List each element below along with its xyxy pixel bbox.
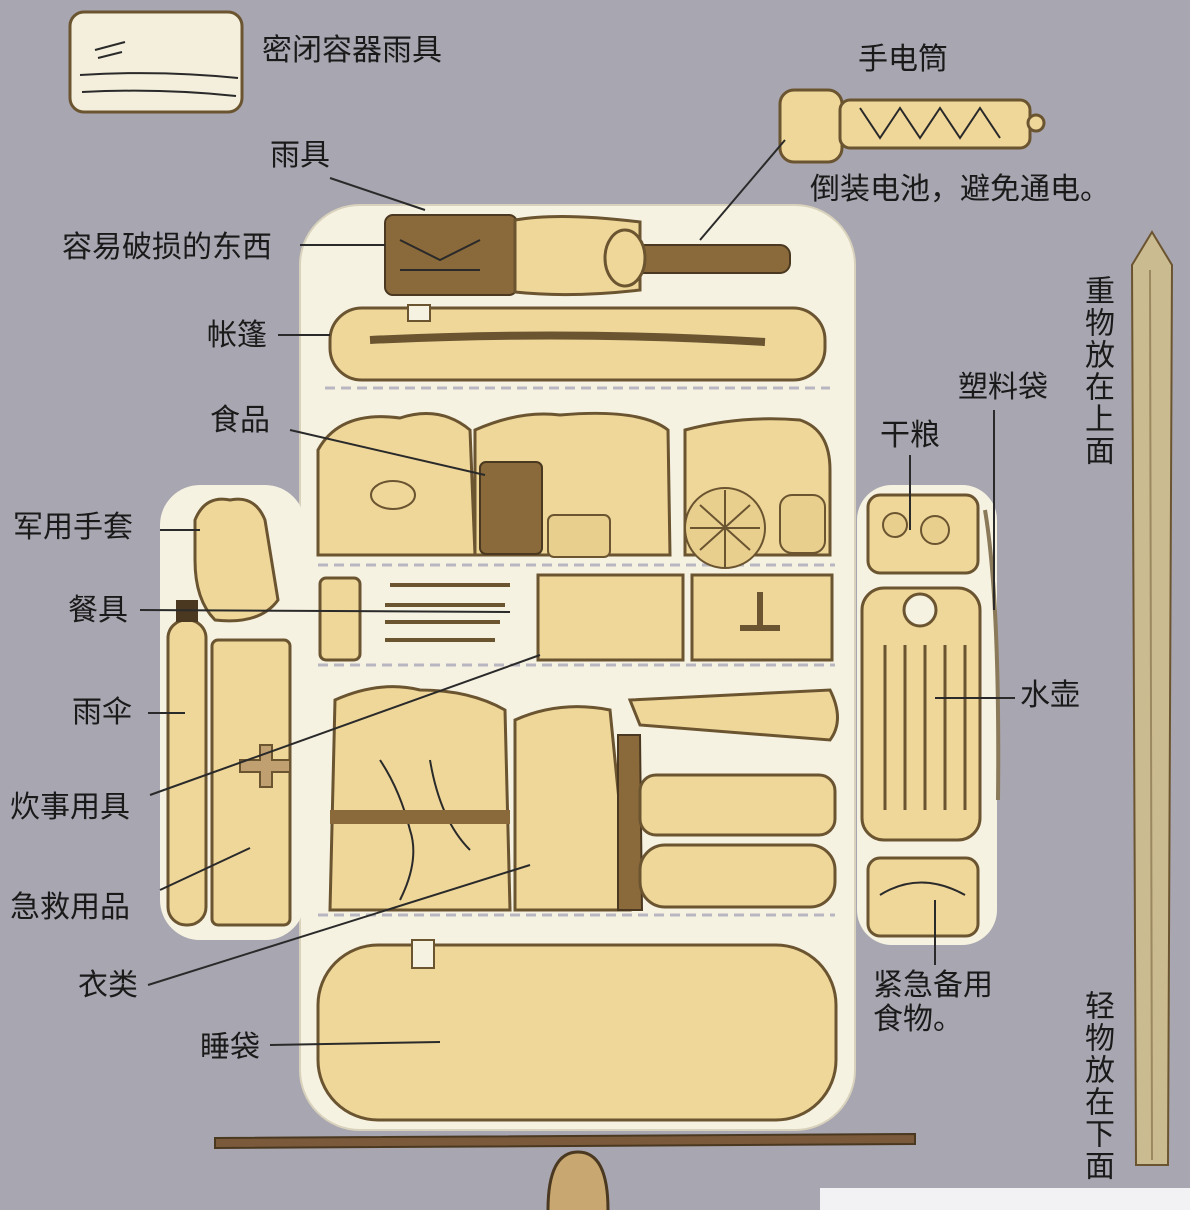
weight-indicator-stick bbox=[1130, 230, 1174, 1166]
flashlight-drawing bbox=[778, 88, 1046, 164]
label-clothing: 衣类 bbox=[78, 968, 138, 1003]
kettle-drawing bbox=[860, 586, 982, 842]
label-plastic-bag: 塑料袋 bbox=[958, 370, 1048, 405]
label-kettle: 水壶 bbox=[1020, 678, 1080, 713]
food-items bbox=[316, 411, 832, 569]
label-umbrella: 雨伞 bbox=[72, 695, 132, 730]
gloves-drawing bbox=[193, 497, 280, 623]
label-flashlight-note: 倒装电池，避免通电。 bbox=[810, 172, 1110, 207]
label-cookware: 炊事用具 bbox=[10, 790, 130, 825]
emergency-food-drawing bbox=[866, 856, 980, 938]
sealed-raingear-container bbox=[68, 10, 244, 114]
fragile-items-box bbox=[384, 214, 518, 296]
label-tableware: 餐具 bbox=[68, 593, 128, 628]
label-gloves: 军用手套 bbox=[13, 510, 133, 545]
plastic-bag-drawing bbox=[983, 509, 1001, 801]
label-first-aid: 急救用品 bbox=[10, 890, 130, 925]
first-aid-kit bbox=[210, 638, 292, 927]
label-light-on-bottom: 轻物放在下面 bbox=[1079, 990, 1114, 1182]
leader-lines bbox=[139, 139, 1015, 1046]
label-heavy-on-top: 重物放在上面 bbox=[1079, 275, 1114, 467]
sleeping-bag-drawing bbox=[316, 939, 838, 1122]
label-emergency-food-line2: 食物。 bbox=[873, 1002, 963, 1037]
label-raingear: 雨具 bbox=[270, 138, 330, 173]
dry-food-drawing bbox=[866, 493, 980, 575]
label-fragile: 容易破损的东西 bbox=[62, 230, 272, 265]
label-food: 食品 bbox=[210, 403, 270, 438]
umbrella-drawing bbox=[166, 600, 208, 927]
label-sleeping-bag: 睡袋 bbox=[200, 1030, 260, 1065]
label-flashlight: 手电筒 bbox=[858, 42, 948, 77]
tableware-row bbox=[318, 573, 834, 662]
tent-roll bbox=[328, 304, 827, 382]
label-tent: 帐篷 bbox=[207, 318, 267, 353]
label-sealed-raingear: 密闭容器雨具 bbox=[262, 33, 442, 68]
clothing-items bbox=[328, 685, 839, 912]
raingear-roll bbox=[603, 228, 791, 288]
balance-base bbox=[214, 1132, 916, 1210]
label-dry-food: 干粮 bbox=[880, 418, 940, 453]
watermark-strip bbox=[820, 1188, 1190, 1210]
label-emergency-food-line1: 紧急备用 bbox=[873, 968, 993, 1003]
